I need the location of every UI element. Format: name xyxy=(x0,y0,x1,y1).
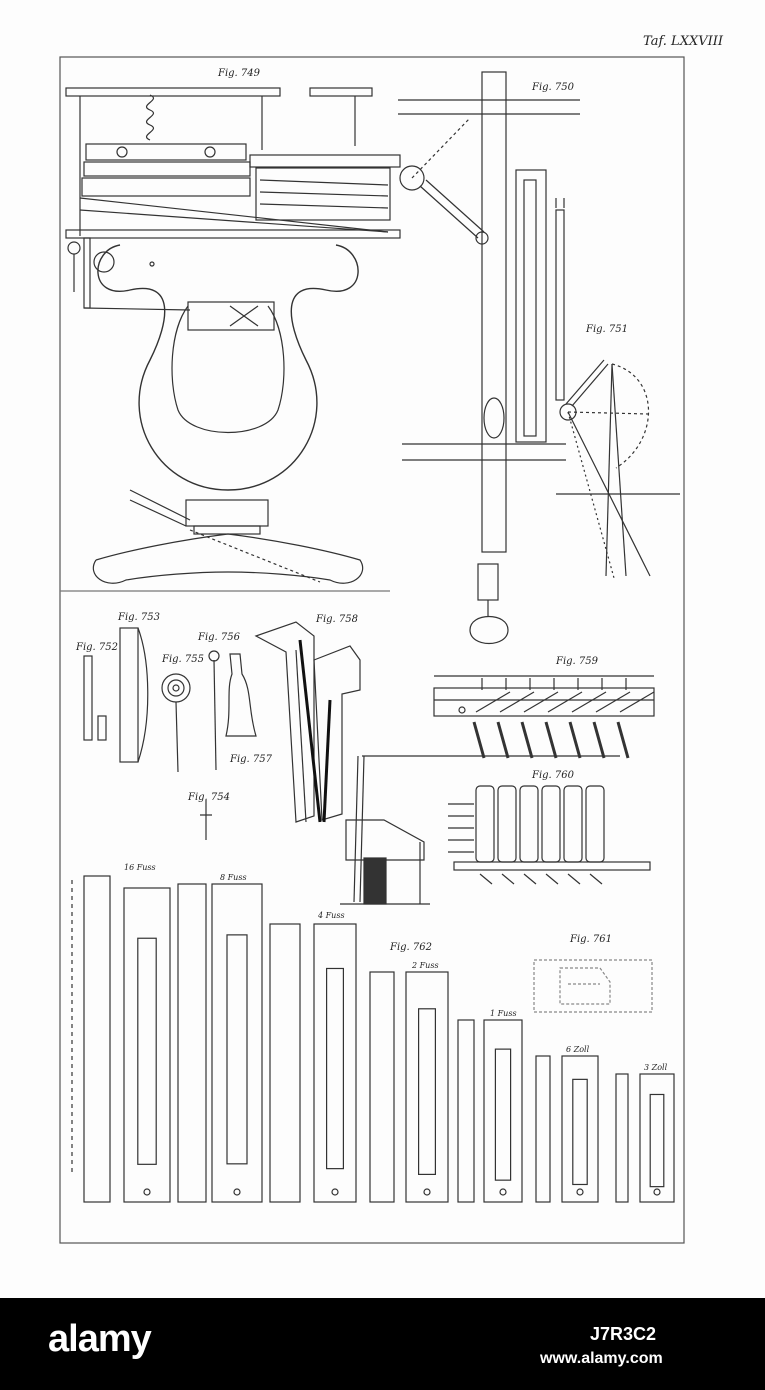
engraved-plate: Taf. LXXVIII xyxy=(59,34,723,1244)
small-parts-drawings xyxy=(83,621,361,840)
brand-logo: alamy xyxy=(48,1318,152,1360)
fig-750-drawing xyxy=(398,71,580,644)
organ-pipe xyxy=(369,971,395,1203)
pipe-size-label: 4 Fuss xyxy=(317,911,345,920)
organ-pipe xyxy=(83,875,111,1203)
organ-pipe xyxy=(483,1019,523,1203)
pipe-size-label: 16 Fuss xyxy=(124,863,156,872)
organ-pipe xyxy=(405,971,449,1203)
watermark-banner: alamy J7R3C2 www.alamy.com xyxy=(0,1298,765,1390)
figure-label: Fig. 751 xyxy=(585,324,628,335)
figure-label: Fig. 762 xyxy=(389,942,432,953)
fig-751-drawing xyxy=(555,198,680,579)
pipe-size-label: 3 Zoll xyxy=(644,1063,668,1072)
pipe-size-label: 8 Fuss xyxy=(220,873,247,882)
image-id: J7R3C2 xyxy=(590,1324,657,1344)
organ-pipe xyxy=(123,887,171,1203)
plate-border xyxy=(59,56,685,1244)
figure-label: Fig. 749 xyxy=(217,68,261,79)
organ-pipe xyxy=(177,883,207,1203)
fig-760-drawing xyxy=(448,785,651,885)
fig-759-drawing xyxy=(433,675,655,759)
figure-label: Fig. 757 xyxy=(229,754,273,765)
organ-pipe xyxy=(535,1055,551,1203)
organ-pipe xyxy=(615,1073,629,1203)
fig-761-drawing xyxy=(533,959,653,1013)
fig-749-drawing xyxy=(65,87,401,584)
organ-pipe xyxy=(313,923,357,1203)
watermark-url: www.alamy.com xyxy=(540,1350,663,1367)
pipe-size-label: 6 Zoll xyxy=(566,1045,590,1054)
wind-chest-drawing xyxy=(340,755,620,905)
organ-pipe xyxy=(639,1073,675,1203)
pipe-size-label: 1 Fuss xyxy=(490,1009,517,1018)
figure-label: Fig. 753 xyxy=(117,612,160,623)
figure-label: Fig. 760 xyxy=(531,770,575,781)
organ-pipe xyxy=(211,883,263,1203)
figure-label: Fig. 758 xyxy=(315,614,358,625)
figure-label: Fig. 750 xyxy=(531,82,575,93)
figure-label: Fig. 755 xyxy=(161,654,204,665)
figure-label: Fig. 759 xyxy=(555,656,599,667)
figure-label: Fig. 752 xyxy=(75,642,118,653)
figure-label: Fig. 754 xyxy=(187,792,230,803)
organ-pipe xyxy=(457,1019,475,1203)
organ-pipe xyxy=(269,923,301,1203)
organ-pipe xyxy=(561,1055,599,1203)
plate-number: Taf. LXXVIII xyxy=(643,34,723,49)
figure-label: Fig. 761 xyxy=(569,934,612,945)
pipe-size-label: 2 Fuss xyxy=(411,961,439,970)
fig-762-organ-pipes xyxy=(71,875,675,1203)
figure-label: Fig. 756 xyxy=(197,632,241,643)
